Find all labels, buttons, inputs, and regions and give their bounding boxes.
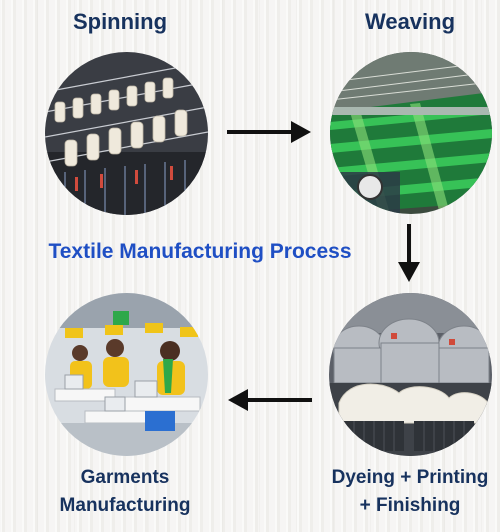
arrow-right-icon [227, 121, 311, 143]
weaving-loom-photo [330, 52, 492, 214]
step-label-garments-line2: Manufacturing [59, 495, 191, 516]
step-label-spinning: Spinning [72, 9, 168, 34]
arrow-left-icon [228, 389, 312, 411]
step-label-garments-line1: Garments [80, 467, 170, 488]
step-label-weaving: Weaving [364, 9, 456, 34]
arrow-down-icon [398, 224, 420, 282]
step-label-garments: Garments Manufacturing [25, 464, 225, 520]
garment-workers-photo [45, 293, 208, 456]
step-label-dyeing-line1: Dyeing + Printing [331, 467, 489, 488]
diagram-title: Textile Manufacturing Process [48, 240, 352, 263]
dyeing-machines-photo [329, 293, 492, 456]
spinning-machine-photo [45, 52, 208, 215]
step-label-dyeing: Dyeing + Printing + Finishing [320, 464, 500, 520]
step-label-dyeing-line2: + Finishing [359, 495, 461, 516]
